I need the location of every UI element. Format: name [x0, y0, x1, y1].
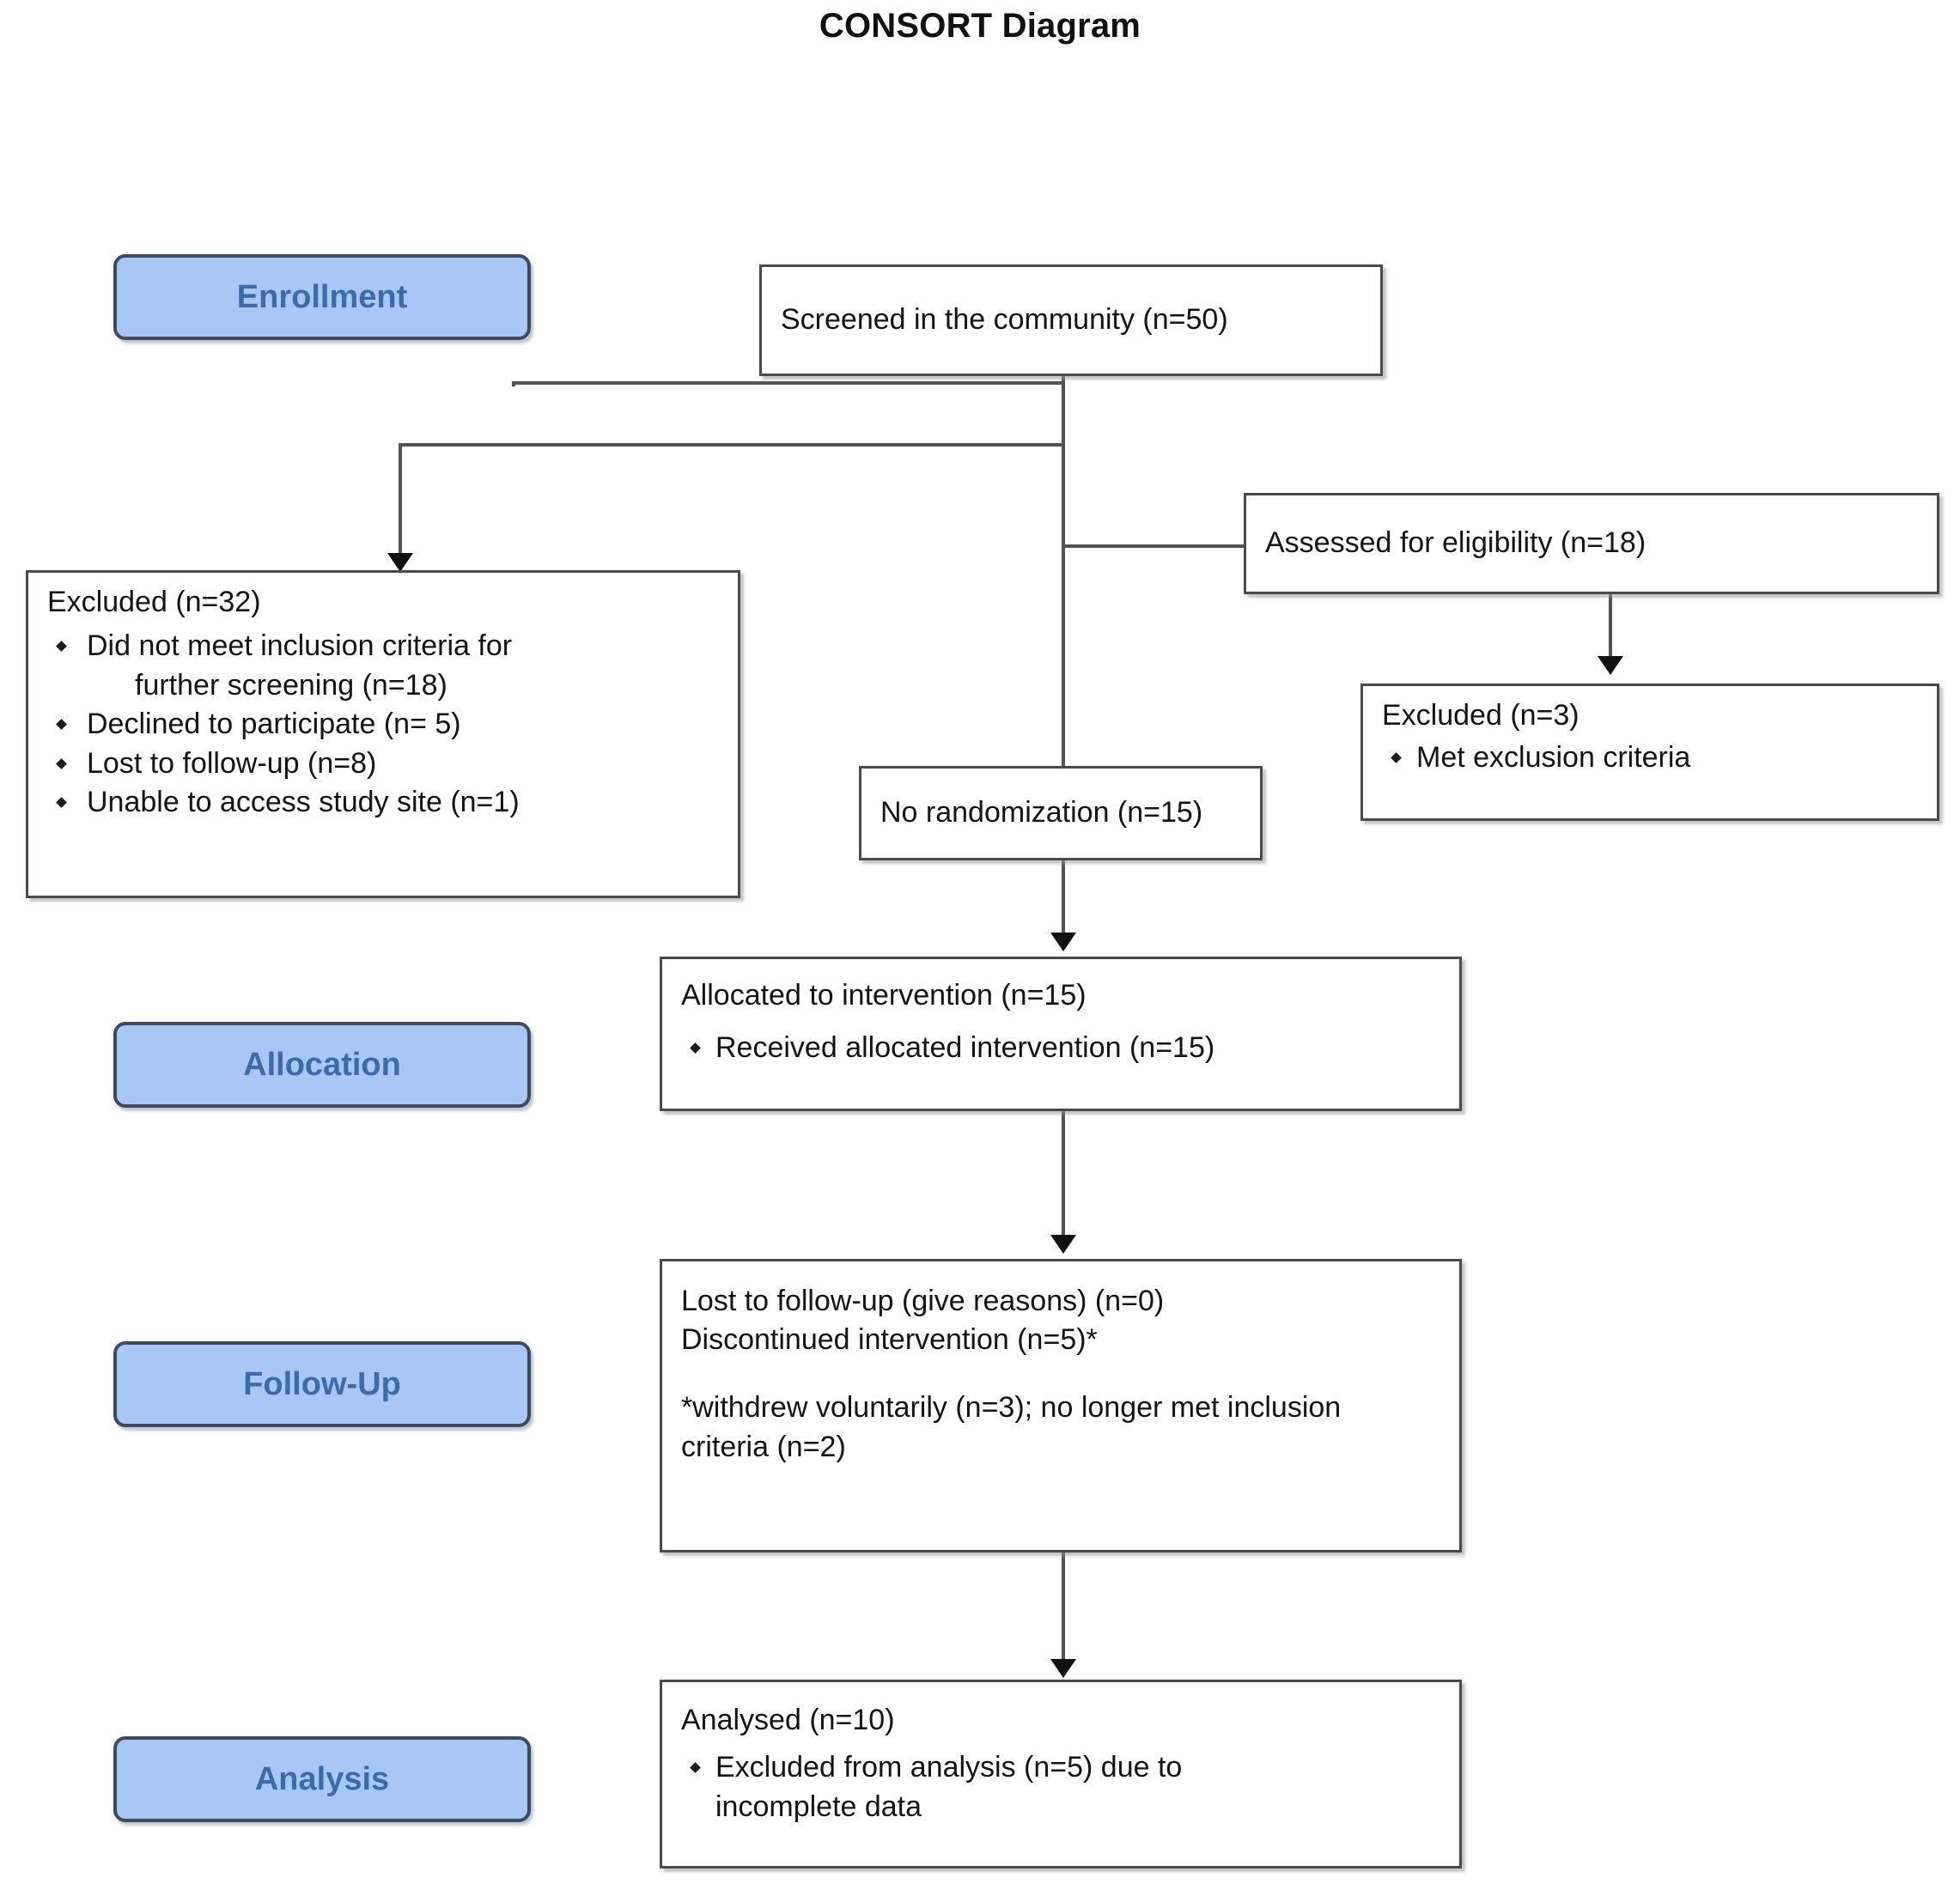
- connector-top-ledge: [512, 381, 1065, 385]
- list-item-text: Lost to follow-up (n=8): [87, 746, 377, 780]
- arrow-to-allocated: [1050, 933, 1076, 951]
- stage-label-enrollment-text: Enrollment: [236, 278, 408, 315]
- box-excluded-right: Excluded (n=3) Met exclusion criteria: [1360, 684, 1939, 821]
- box-allocated-bullets: Received allocated intervention (n=15): [681, 1029, 1442, 1068]
- bullet-diamond-icon: [56, 641, 67, 653]
- connector-assessed-to-excluded-right: [1609, 594, 1612, 663]
- stage-label-followup: Follow-Up: [113, 1341, 531, 1427]
- bullet-diamond-icon: [56, 797, 67, 809]
- connector-norand-to-allocated: [1062, 859, 1065, 938]
- box-no-randomization-text: No randomization (n=15): [880, 796, 1203, 830]
- arrow-to-analysed: [1050, 1659, 1076, 1678]
- bullet-diamond-icon: [56, 719, 67, 731]
- list-item: Declined to participate (n= 5): [47, 705, 721, 744]
- box-excluded-left: Excluded (n=32) Did not meet inclusion c…: [26, 570, 740, 898]
- list-item: Unable to access study site (n=1): [47, 783, 721, 823]
- list-item-continuation: incomplete data: [715, 1790, 922, 1823]
- arrow-to-followup: [1050, 1235, 1076, 1254]
- box-screened: Screened in the community (n=50): [759, 264, 1383, 376]
- arrow-to-excluded-left: [387, 553, 413, 572]
- box-analysed-bullets: Excluded from analysis (n=5) due to inco…: [681, 1748, 1442, 1826]
- box-no-randomization: No randomization (n=15): [859, 766, 1263, 860]
- connector-top-ledge-tick: [512, 381, 515, 386]
- box-allocated: Allocated to intervention (n=15) Receive…: [660, 957, 1462, 1111]
- box-assessed-text: Assessed for eligibility (n=18): [1265, 526, 1647, 560]
- list-item-text: Excluded from analysis (n=5) due to: [715, 1751, 1183, 1784]
- box-excluded-right-bullets: Met exclusion criteria: [1382, 738, 1920, 778]
- box-followup-footnote: *withdrew voluntarily (n=3); no longer m…: [681, 1391, 1342, 1463]
- box-analysed-heading: Analysed (n=10): [681, 1704, 895, 1736]
- box-screened-text: Screened in the community (n=50): [781, 303, 1228, 337]
- stage-label-allocation: Allocation: [113, 1022, 531, 1108]
- box-excluded-left-heading: Excluded (n=32): [47, 586, 261, 618]
- connector-allocated-to-followup: [1062, 1109, 1065, 1240]
- bullet-diamond-icon: [690, 1042, 701, 1054]
- connector-left-branch-horizontal: [399, 443, 1065, 447]
- connector-left-branch-vertical: [399, 443, 402, 563]
- box-followup-details: Lost to follow-up (give reasons) (n=0) D…: [660, 1259, 1462, 1553]
- box-followup-spacer: [681, 1359, 1442, 1389]
- connector-to-assessed: [1062, 544, 1251, 548]
- list-item: Lost to follow-up (n=8): [47, 744, 721, 784]
- box-analysed: Analysed (n=10) Excluded from analysis (…: [660, 1680, 1462, 1869]
- connector-followup-to-analysed: [1062, 1553, 1065, 1664]
- stage-label-analysis-text: Analysis: [254, 1760, 390, 1797]
- box-assessed: Assessed for eligibility (n=18): [1244, 493, 1939, 594]
- box-allocated-heading: Allocated to intervention (n=15): [681, 979, 1087, 1012]
- box-excluded-left-bullets: Did not meet inclusion criteria for furt…: [47, 627, 721, 823]
- stage-label-enrollment: Enrollment: [113, 254, 531, 340]
- box-excluded-right-heading: Excluded (n=3): [1382, 699, 1580, 732]
- list-item-text: Met exclusion criteria: [1416, 741, 1691, 775]
- list-item-continuation: further screening (n=18): [135, 668, 447, 702]
- list-item-text: Declined to participate (n= 5): [87, 708, 461, 741]
- list-item: Received allocated intervention (n=15): [681, 1029, 1442, 1068]
- stage-label-followup-text: Follow-Up: [243, 1365, 401, 1402]
- connector-screened-trunk: [1062, 374, 1065, 769]
- list-item: Excluded from analysis (n=5) due to inco…: [681, 1748, 1442, 1826]
- box-followup-line2: Discontinued intervention (n=5)*: [681, 1323, 1098, 1357]
- bullet-diamond-icon: [56, 757, 67, 769]
- list-item-text: Unable to access study site (n=1): [87, 786, 520, 819]
- bullet-diamond-icon: [1391, 752, 1402, 764]
- arrow-to-excluded-right: [1598, 656, 1623, 675]
- stage-label-analysis: Analysis: [113, 1736, 531, 1822]
- bullet-diamond-icon: [690, 1762, 701, 1774]
- list-item: Met exclusion criteria: [1382, 738, 1920, 778]
- list-item-text: Did not meet inclusion criteria for: [87, 629, 513, 663]
- stage-label-allocation-text: Allocation: [243, 1046, 401, 1083]
- list-item: Did not meet inclusion criteria for furt…: [47, 627, 721, 705]
- box-followup-line1: Lost to follow-up (give reasons) (n=0): [681, 1285, 1165, 1317]
- list-item-text: Received allocated intervention (n=15): [715, 1031, 1215, 1065]
- page-title: CONSORT Diagram: [819, 7, 1141, 45]
